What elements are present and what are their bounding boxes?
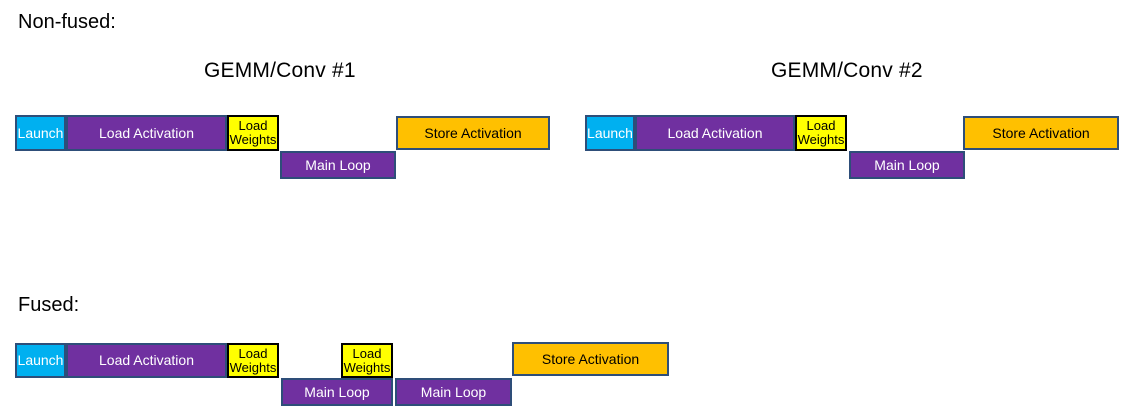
fused-store-activation-block: Store Activation: [512, 342, 669, 376]
fused-load-weights-1-block: Load Weights: [227, 343, 279, 378]
nonfused2-store-activation-block: Store Activation: [963, 116, 1119, 150]
group-title-gemm-conv-1: GEMM/Conv #1: [204, 59, 356, 82]
fused-load-weights-2-block: Load Weights: [341, 343, 393, 378]
fused-main-loop-1-block: Main Loop: [281, 378, 393, 406]
nonfused1-load-activation-block: Load Activation: [66, 115, 227, 151]
nonfused2-load-activation-block: Load Activation: [635, 115, 795, 151]
nonfused2-main-loop-block: Main Loop: [849, 151, 965, 179]
fused-launch-block: Launch: [15, 343, 66, 378]
group-title-gemm-conv-2: GEMM/Conv #2: [771, 59, 923, 82]
fused-load-activation-block: Load Activation: [66, 343, 227, 378]
nonfused1-load-weights-block: Load Weights: [227, 115, 279, 151]
nonfused1-main-loop-block: Main Loop: [280, 151, 396, 179]
section-label-fused: Fused:: [18, 294, 80, 316]
nonfused1-store-activation-block: Store Activation: [396, 116, 550, 150]
nonfused2-load-weights-block: Load Weights: [795, 115, 847, 151]
nonfused1-launch-block: Launch: [15, 115, 66, 151]
fused-main-loop-2-block: Main Loop: [395, 378, 512, 406]
section-label-non-fused: Non-fused:: [18, 11, 116, 33]
nonfused2-launch-block: Launch: [585, 115, 635, 151]
